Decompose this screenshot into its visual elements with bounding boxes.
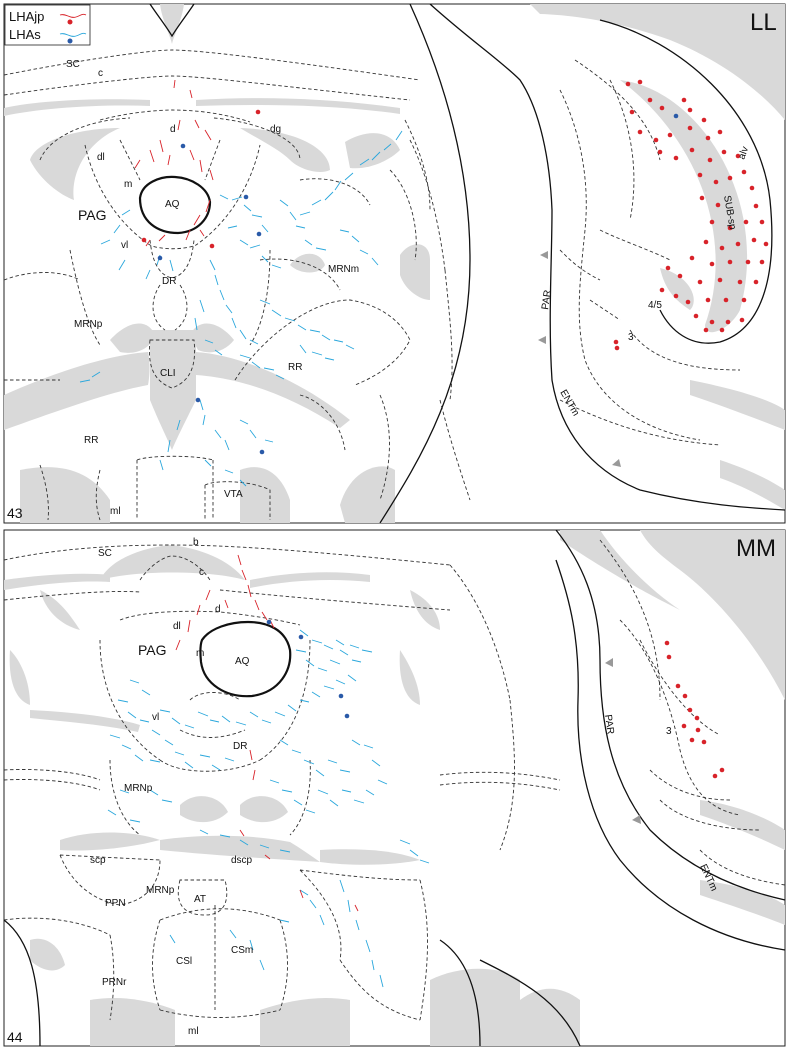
cortex-outline-44 bbox=[555, 529, 786, 901]
label-PRNr-44: PRNr bbox=[102, 977, 127, 988]
label-b-44: b bbox=[193, 537, 199, 548]
label-CSm-44: CSm bbox=[231, 945, 253, 956]
label-AT-44: AT bbox=[194, 894, 206, 905]
boundary-arrowheads-43 bbox=[538, 251, 621, 467]
aqueduct-outline-43 bbox=[138, 175, 212, 235]
label-RR-left-43: RR bbox=[84, 435, 98, 446]
panel-43: LHAjp LHAs LL 43 SC c d dg dl m AQ PAG v… bbox=[3, 3, 786, 524]
ventricle-shapes-43 bbox=[4, 4, 785, 523]
region-boundaries-44 bbox=[3, 539, 786, 1021]
label-alv-43: alv bbox=[736, 145, 751, 161]
label-MRNp-43: MRNp bbox=[74, 319, 103, 330]
label-AQ-44: AQ bbox=[235, 656, 250, 667]
label-ml-43: ml bbox=[110, 506, 121, 517]
labeled-cells-43 bbox=[141, 79, 769, 455]
label-CSl-44: CSl bbox=[176, 956, 192, 967]
legend-label-lhajp: LHAjp bbox=[9, 9, 44, 24]
label-dg-43: dg bbox=[270, 124, 281, 135]
label-c-43: c bbox=[98, 68, 103, 79]
label-AQ-43: AQ bbox=[165, 199, 180, 210]
legend-label-lhas: LHAs bbox=[9, 27, 41, 42]
corner-label-43: LL bbox=[750, 9, 777, 36]
label-vl-43: vl bbox=[121, 240, 128, 251]
label-SC-43: SC bbox=[66, 59, 80, 70]
label-d-43: d bbox=[170, 124, 176, 135]
entorhinal-boundary-43 bbox=[559, 59, 741, 446]
label-dl-43: dl bbox=[97, 152, 105, 163]
brainstem-outline-44 bbox=[3, 919, 581, 1047]
label-DR-44: DR bbox=[233, 741, 247, 752]
legend-fiber-swatch-lhas bbox=[59, 32, 87, 37]
cortex-outer-44 bbox=[555, 559, 786, 951]
legend: LHAjp LHAs bbox=[4, 4, 91, 46]
label-ml-44: ml bbox=[188, 1026, 199, 1037]
legend-dot-swatch-lhas bbox=[67, 38, 73, 44]
label-CLI-43: CLI bbox=[160, 368, 176, 379]
fibers-43 bbox=[79, 79, 403, 487]
label-m-43: m bbox=[124, 179, 132, 190]
label-PAG-44: PAG bbox=[138, 642, 167, 658]
panel-number-43: 43 bbox=[7, 505, 23, 521]
label-VTA-43: VTA bbox=[224, 489, 243, 500]
label-PAR-43: PAR bbox=[540, 289, 554, 310]
label-MRNm-43: MRNm bbox=[328, 264, 359, 275]
label-scp-44: scp bbox=[90, 855, 106, 866]
corner-label-44: MM bbox=[736, 535, 776, 562]
hippocampus-inner-43 bbox=[379, 3, 471, 524]
label-m-44: m bbox=[196, 648, 204, 659]
aqueduct-outline-44 bbox=[199, 620, 292, 698]
panel-number-44: 44 bbox=[7, 1029, 23, 1045]
label-MRNp-44: MRNp bbox=[124, 783, 153, 794]
label-MRNp2-44: MRNp bbox=[146, 885, 175, 896]
legend-dot-swatch-lhajp bbox=[67, 19, 73, 25]
boundary-arrowheads-44 bbox=[605, 658, 641, 824]
fibers-44 bbox=[107, 554, 430, 988]
hippocampus-outline-43 bbox=[599, 19, 773, 344]
cortex-outline-43 bbox=[429, 3, 786, 511]
legend-fiber-swatch-lhajp bbox=[59, 13, 87, 18]
label-dl-44: dl bbox=[173, 621, 181, 632]
label-vl-44: vl bbox=[152, 712, 159, 723]
label-c-44: c bbox=[199, 567, 204, 578]
label-dscp-44: dscp bbox=[231, 855, 253, 866]
label-PPN-44: PPN bbox=[105, 898, 126, 909]
midline-notch-43 bbox=[149, 3, 195, 38]
label-d-44: d bbox=[215, 604, 221, 615]
label-DR-43: DR bbox=[162, 276, 176, 287]
region-boundaries-43 bbox=[3, 49, 471, 521]
label-RR-right-43: RR bbox=[288, 362, 302, 373]
label-layer3-43: 3 bbox=[628, 332, 634, 343]
label-PAG-43: PAG bbox=[78, 207, 107, 223]
label-PAR-44: PAR bbox=[602, 714, 616, 735]
panel-44: MM 44 SC b c d dl m AQ PAG vl DR MRNp sc… bbox=[3, 529, 786, 1047]
label-SC-44: SC bbox=[98, 548, 112, 559]
label-layer3-44: 3 bbox=[666, 726, 672, 737]
label-layer45-43: 4/5 bbox=[648, 300, 662, 311]
labeled-cells-44 bbox=[266, 619, 725, 779]
